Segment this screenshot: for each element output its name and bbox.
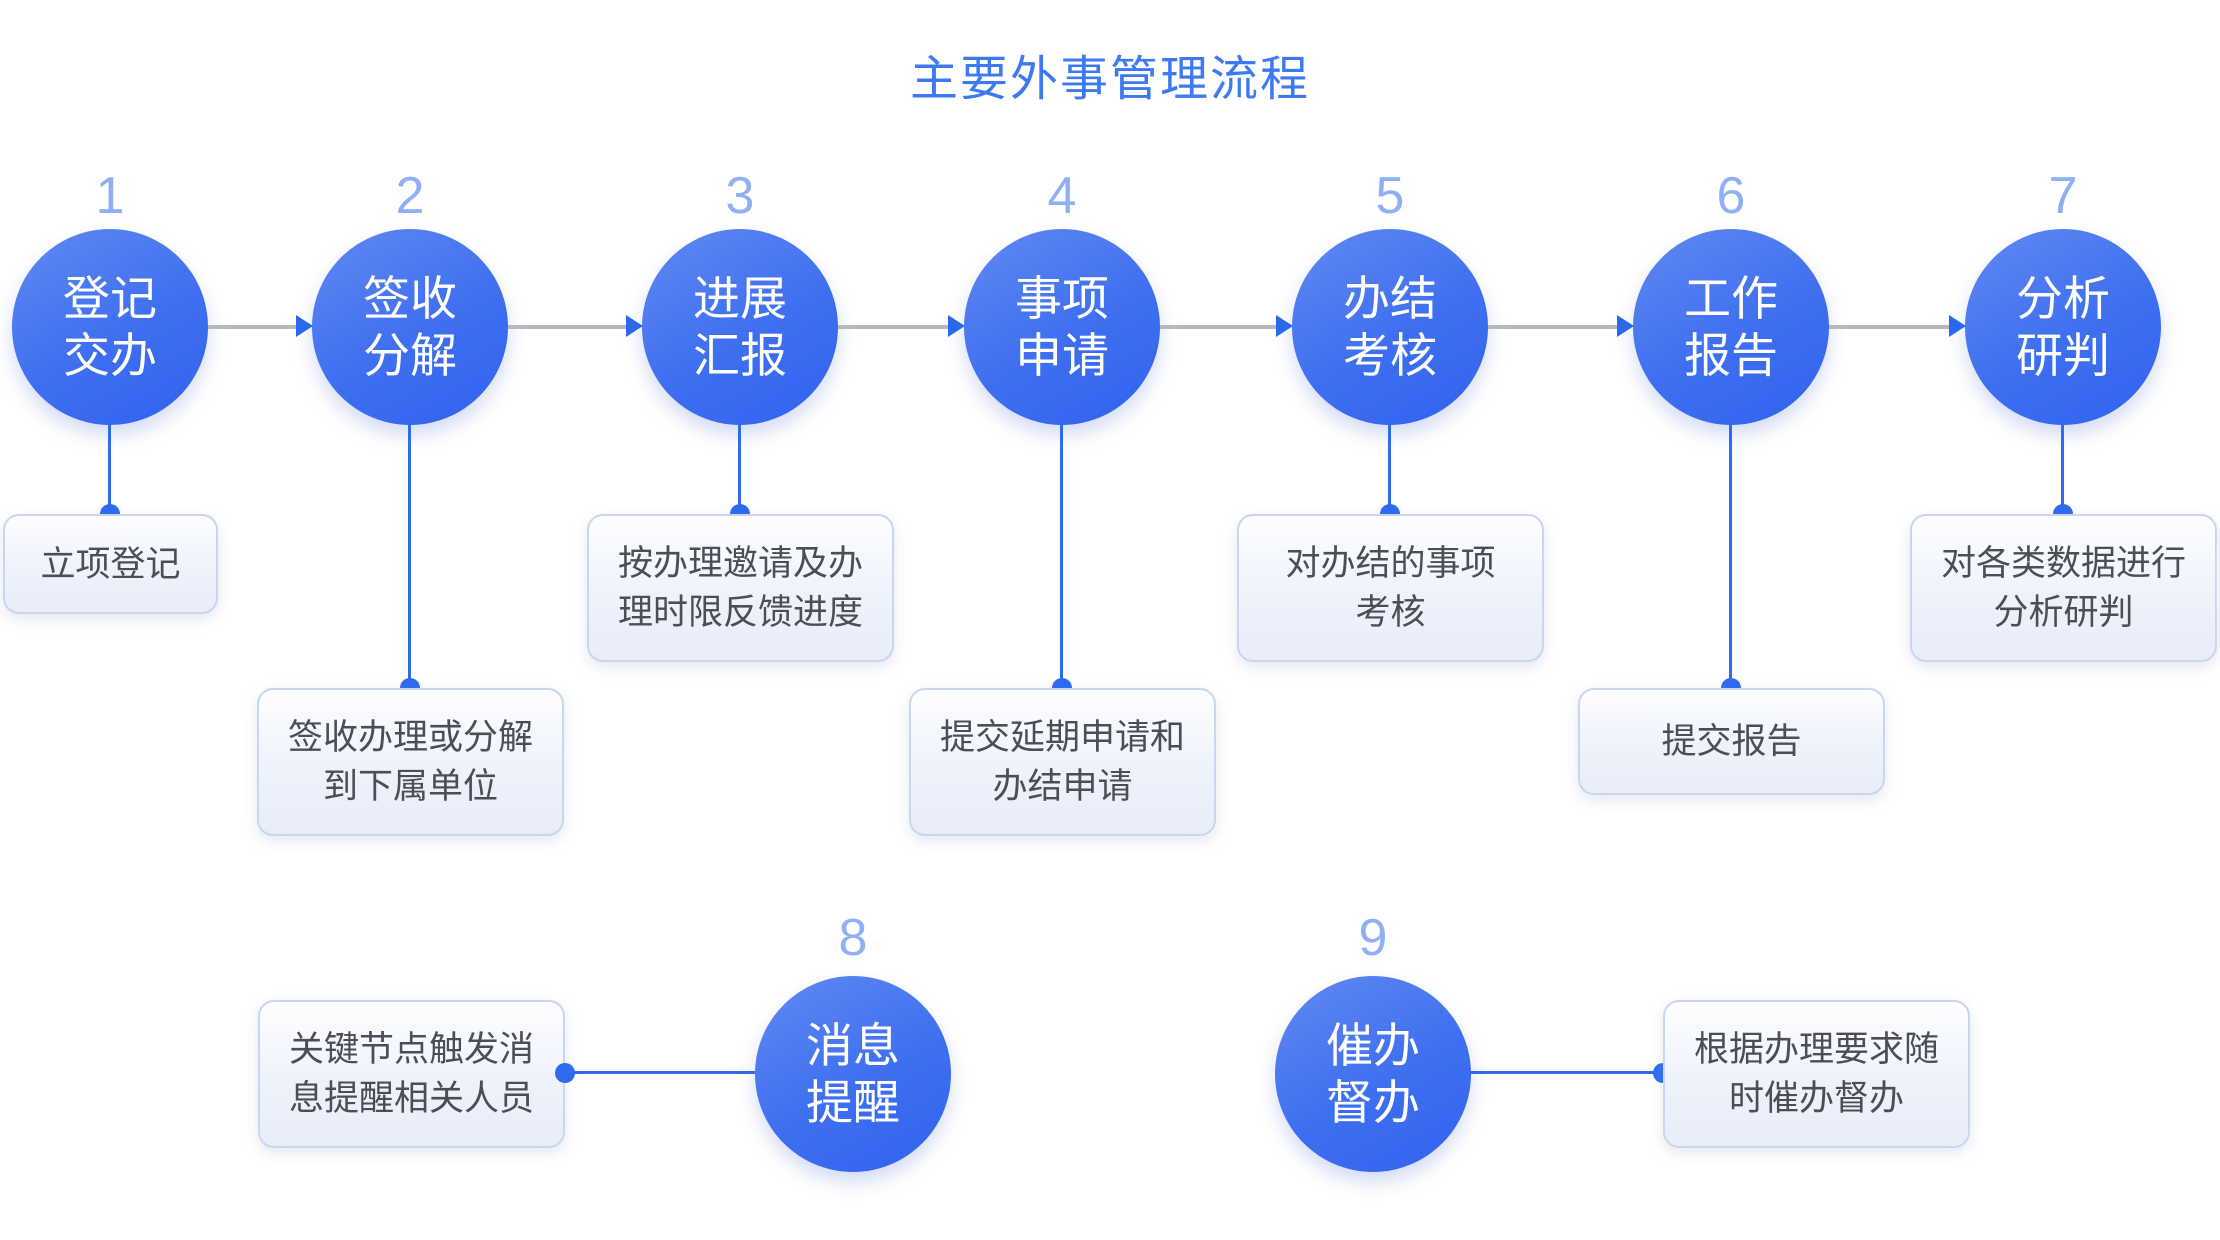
note-box-analyze: 对各类数据进行 分析研判 bbox=[1910, 514, 2217, 662]
note-line: 考核 bbox=[1355, 593, 1426, 632]
step-circle-apply: 事项 申请 bbox=[964, 229, 1160, 425]
step-number-4: 4 bbox=[1047, 167, 1077, 225]
circle-label-line: 分析 bbox=[2016, 272, 2110, 325]
step-number-5: 5 bbox=[1375, 167, 1405, 225]
circle-label-line: 考核 bbox=[1343, 329, 1437, 382]
circle-label-line: 提醒 bbox=[806, 1076, 900, 1129]
note-line: 提交延期申请和 bbox=[939, 718, 1185, 757]
step-circle-report: 工作 报告 bbox=[1633, 229, 1829, 425]
connector-line bbox=[1388, 424, 1391, 514]
note-line: 到下属单位 bbox=[322, 767, 498, 806]
circle-label-line: 进展 bbox=[693, 272, 787, 325]
note-line: 时催办督办 bbox=[1728, 1079, 1904, 1118]
step-number-7: 7 bbox=[2048, 167, 2078, 225]
step-number-6: 6 bbox=[1716, 167, 1746, 225]
circle-label-line: 办结 bbox=[1343, 272, 1437, 325]
circle-label-line: 报告 bbox=[1684, 329, 1778, 382]
circle-label-line: 工作 bbox=[1684, 272, 1778, 325]
note-line: 理时限反馈进度 bbox=[617, 593, 863, 632]
note-line: 按办理邀请及办 bbox=[617, 544, 863, 583]
note-line: 分析研判 bbox=[1993, 593, 2134, 632]
note-box-assess: 对办结的事项 考核 bbox=[1237, 514, 1544, 662]
connector-line bbox=[738, 424, 741, 514]
note-line: 对各类数据进行 bbox=[1940, 544, 2186, 583]
circle-label-line: 研判 bbox=[2016, 329, 2110, 382]
connector-line bbox=[1471, 1071, 1663, 1074]
note-box-message: 关键节点触发消 息提醒相关人员 bbox=[258, 1000, 565, 1148]
arrow-right-icon bbox=[626, 315, 643, 337]
note-box-report: 提交报告 bbox=[1578, 688, 1885, 795]
arrow-right-icon bbox=[948, 315, 965, 337]
step-number-2: 2 bbox=[395, 167, 425, 225]
note-box-urge: 根据办理要求随 时催办督办 bbox=[1663, 1000, 1970, 1148]
circle-label-line: 汇报 bbox=[693, 329, 787, 382]
circle-label-line: 签收 bbox=[363, 272, 457, 325]
circle-label-line: 督办 bbox=[1326, 1076, 1420, 1129]
step-circle-assess: 办结 考核 bbox=[1292, 229, 1488, 425]
connector-line bbox=[508, 325, 626, 329]
note-line: 办结申请 bbox=[992, 767, 1133, 806]
circle-label-line: 交办 bbox=[63, 329, 157, 382]
connector-line bbox=[1488, 325, 1617, 329]
step-number-1: 1 bbox=[95, 167, 125, 225]
step-circle-urge: 催办 督办 bbox=[1275, 976, 1471, 1172]
note-line: 根据办理要求随 bbox=[1693, 1030, 1939, 1069]
connector-line bbox=[1829, 325, 1949, 329]
step-circle-message: 消息 提醒 bbox=[755, 976, 951, 1172]
note-box-register: 立项登记 bbox=[3, 514, 218, 614]
connector-line bbox=[1160, 325, 1276, 329]
note-box-progress: 按办理邀请及办 理时限反馈进度 bbox=[587, 514, 894, 662]
step-number-9: 9 bbox=[1358, 909, 1388, 967]
note-line: 签收办理或分解 bbox=[287, 718, 533, 757]
note-line: 立项登记 bbox=[40, 544, 181, 584]
note-line: 提交报告 bbox=[1661, 722, 1802, 761]
arrow-right-icon bbox=[1617, 315, 1634, 337]
arrow-right-icon bbox=[296, 315, 313, 337]
connector-line bbox=[2061, 424, 2064, 514]
circle-label-line: 分解 bbox=[363, 329, 457, 382]
connector-line bbox=[108, 424, 111, 514]
step-circle-sign: 签收 分解 bbox=[312, 229, 508, 425]
note-line: 关键节点触发消 bbox=[288, 1030, 534, 1069]
circle-label-line: 申请 bbox=[1015, 329, 1109, 382]
note-box-apply: 提交延期申请和 办结申请 bbox=[909, 688, 1216, 836]
connector-line bbox=[1729, 424, 1732, 688]
page-title: 主要外事管理流程 bbox=[909, 53, 1310, 106]
step-circle-progress: 进展 汇报 bbox=[642, 229, 838, 425]
connector-line bbox=[208, 325, 296, 329]
circle-label-line: 事项 bbox=[1015, 272, 1109, 325]
note-line: 对办结的事项 bbox=[1285, 544, 1496, 583]
step-number-3: 3 bbox=[725, 167, 755, 225]
circle-label-line: 登记 bbox=[63, 272, 157, 325]
connector-line bbox=[1060, 424, 1063, 688]
note-box-sign: 签收办理或分解 到下属单位 bbox=[257, 688, 564, 836]
step-circle-register: 登记 交办 bbox=[12, 229, 208, 425]
arrow-right-icon bbox=[1949, 315, 1966, 337]
circle-label-line: 消息 bbox=[806, 1019, 900, 1072]
connector-line bbox=[408, 424, 411, 688]
step-number-8: 8 bbox=[838, 909, 868, 967]
connector-line bbox=[565, 1071, 755, 1074]
arrow-right-icon bbox=[1276, 315, 1293, 337]
note-line: 息提醒相关人员 bbox=[288, 1079, 534, 1118]
step-circle-analyze: 分析 研判 bbox=[1965, 229, 2161, 425]
circle-label-line: 催办 bbox=[1326, 1019, 1420, 1072]
connector-line bbox=[838, 325, 948, 329]
